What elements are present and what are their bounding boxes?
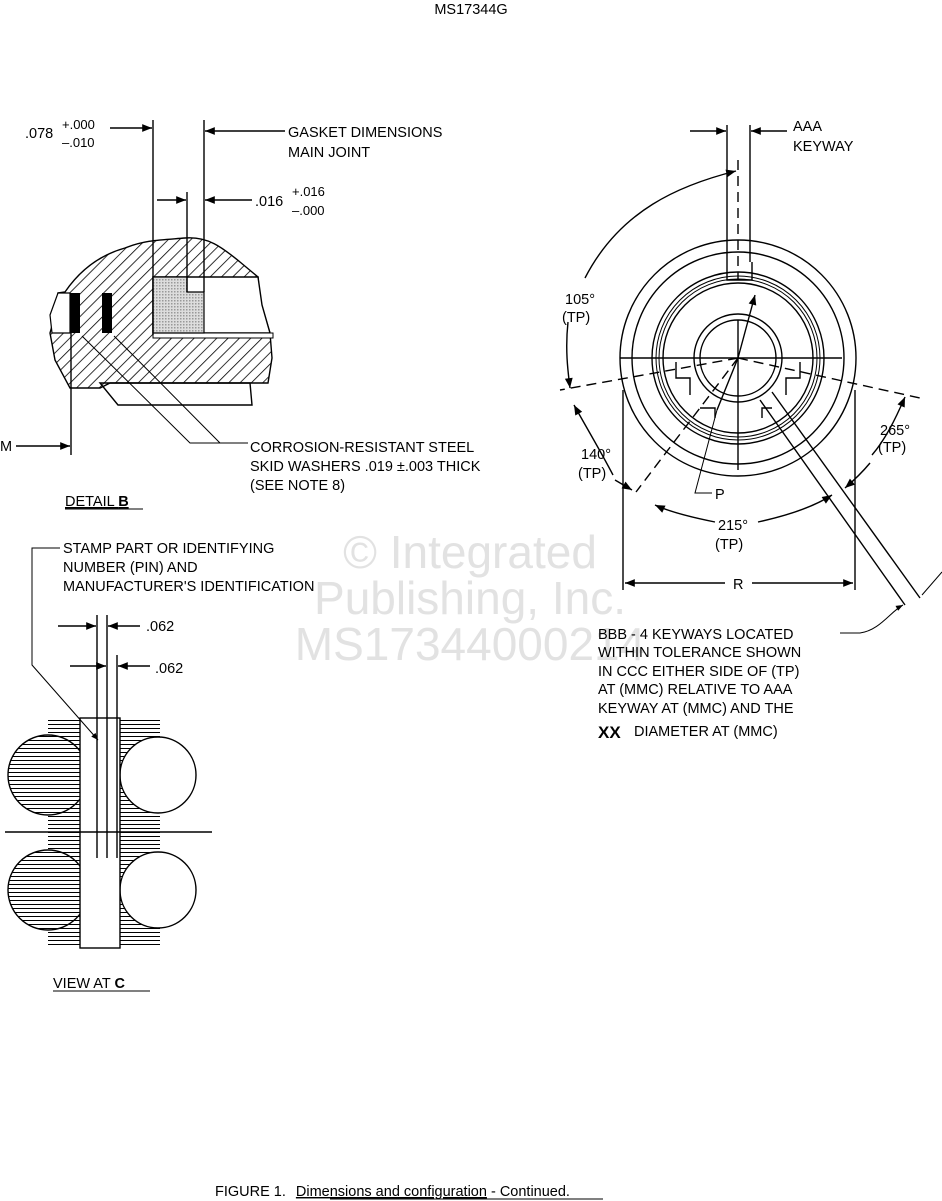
dim-016-minus-tol: –.000 xyxy=(292,203,325,218)
watermark-line: © Integrated xyxy=(343,526,597,578)
bbb-label: IN CCC EITHER SIDE OF (TP) xyxy=(598,664,799,680)
watermark-line: MS17344000214 xyxy=(295,618,645,670)
aaa-label: AAA xyxy=(793,119,822,135)
stamp-label: NUMBER (PIN) AND xyxy=(63,560,198,576)
angle-105: 105° xyxy=(565,292,595,308)
bbb-label: KEYWAY AT (MMC) AND THE xyxy=(598,701,794,717)
gasket-label: MAIN JOINT xyxy=(288,145,370,161)
view-c-title: VIEW AT C xyxy=(53,976,126,992)
figure-caption: FIGURE 1. Dimensions and configuration - … xyxy=(215,1184,570,1200)
p-label: P xyxy=(715,487,725,503)
tp-label: (TP) xyxy=(562,310,590,326)
caption-suffix: - Continued. xyxy=(487,1184,570,1200)
stamp-label: MANUFACTURER'S IDENTIFICATION xyxy=(63,579,314,595)
tp-label: (TP) xyxy=(578,466,606,482)
washer-right xyxy=(102,293,112,333)
stamp-label: STAMP PART OR IDENTIFYING xyxy=(63,541,274,557)
angle-140: 140° xyxy=(581,447,611,463)
washer-label: SKID WASHERS .019 ±.003 THICK xyxy=(250,459,481,475)
document-number: MS17344G xyxy=(434,2,507,18)
end-view: AAA KEYWAY 105° (TP) 140° (TP) 265° (TP)… xyxy=(559,119,942,742)
washer-label: CORROSION-RESISTANT STEEL xyxy=(250,440,474,456)
dim-016-value: .016 xyxy=(255,194,283,210)
bottom-plate xyxy=(98,382,253,406)
lobe-cutout xyxy=(119,736,197,814)
caption-title: Dimensions and configuration xyxy=(296,1184,487,1200)
dim-016-plus-tol: +.016 xyxy=(292,184,325,199)
keyed-ring xyxy=(675,262,801,418)
stamp-slot xyxy=(79,717,121,949)
m-label: M xyxy=(0,439,12,455)
angle-265: 265° xyxy=(880,423,910,439)
r-label: R xyxy=(733,577,743,593)
dim-078-value: .078 xyxy=(25,126,53,142)
aaa-label: KEYWAY xyxy=(793,139,854,155)
lobe-cutout xyxy=(119,851,197,929)
bbb-label: DIAMETER AT (MMC) xyxy=(634,724,778,740)
dim-078-plus-tol: +.000 xyxy=(62,117,95,132)
dim-078-minus-tol: –.010 xyxy=(62,135,95,150)
bbb-label: WITHIN TOLERANCE SHOWN xyxy=(598,645,801,661)
figure-number: FIGURE 1. xyxy=(215,1184,286,1200)
bbb-label: BBB - 4 KEYWAYS LOCATED xyxy=(598,627,794,643)
view-at-c: STAMP PART OR IDENTIFYING NUMBER (PIN) A… xyxy=(5,541,314,992)
washer-label: (SEE NOTE 8) xyxy=(250,478,345,494)
xx-symbol: XX xyxy=(598,723,621,742)
watermark-line: Publishing, Inc. xyxy=(314,572,626,624)
detail-b-title: DETAIL B xyxy=(65,494,129,510)
dim-062-value: .062 xyxy=(146,619,174,635)
tp-label: (TP) xyxy=(715,537,743,553)
watermark: © Integrated Publishing, Inc. MS17344000… xyxy=(295,526,645,670)
washer-pocket xyxy=(49,292,71,334)
shank-left xyxy=(48,718,80,948)
washer-left xyxy=(70,293,80,333)
tp-label: (TP) xyxy=(878,440,906,456)
angle-215: 215° xyxy=(718,518,748,534)
detail-b: .078 +.000 –.010 GASKET DIMENSIONS MAIN … xyxy=(0,117,481,510)
dim-062-value: .062 xyxy=(155,661,183,677)
bbb-label: AT (MMC) RELATIVE TO AAA xyxy=(598,682,793,698)
bore-line xyxy=(152,332,274,339)
gasket-label: GASKET DIMENSIONS xyxy=(288,125,442,141)
